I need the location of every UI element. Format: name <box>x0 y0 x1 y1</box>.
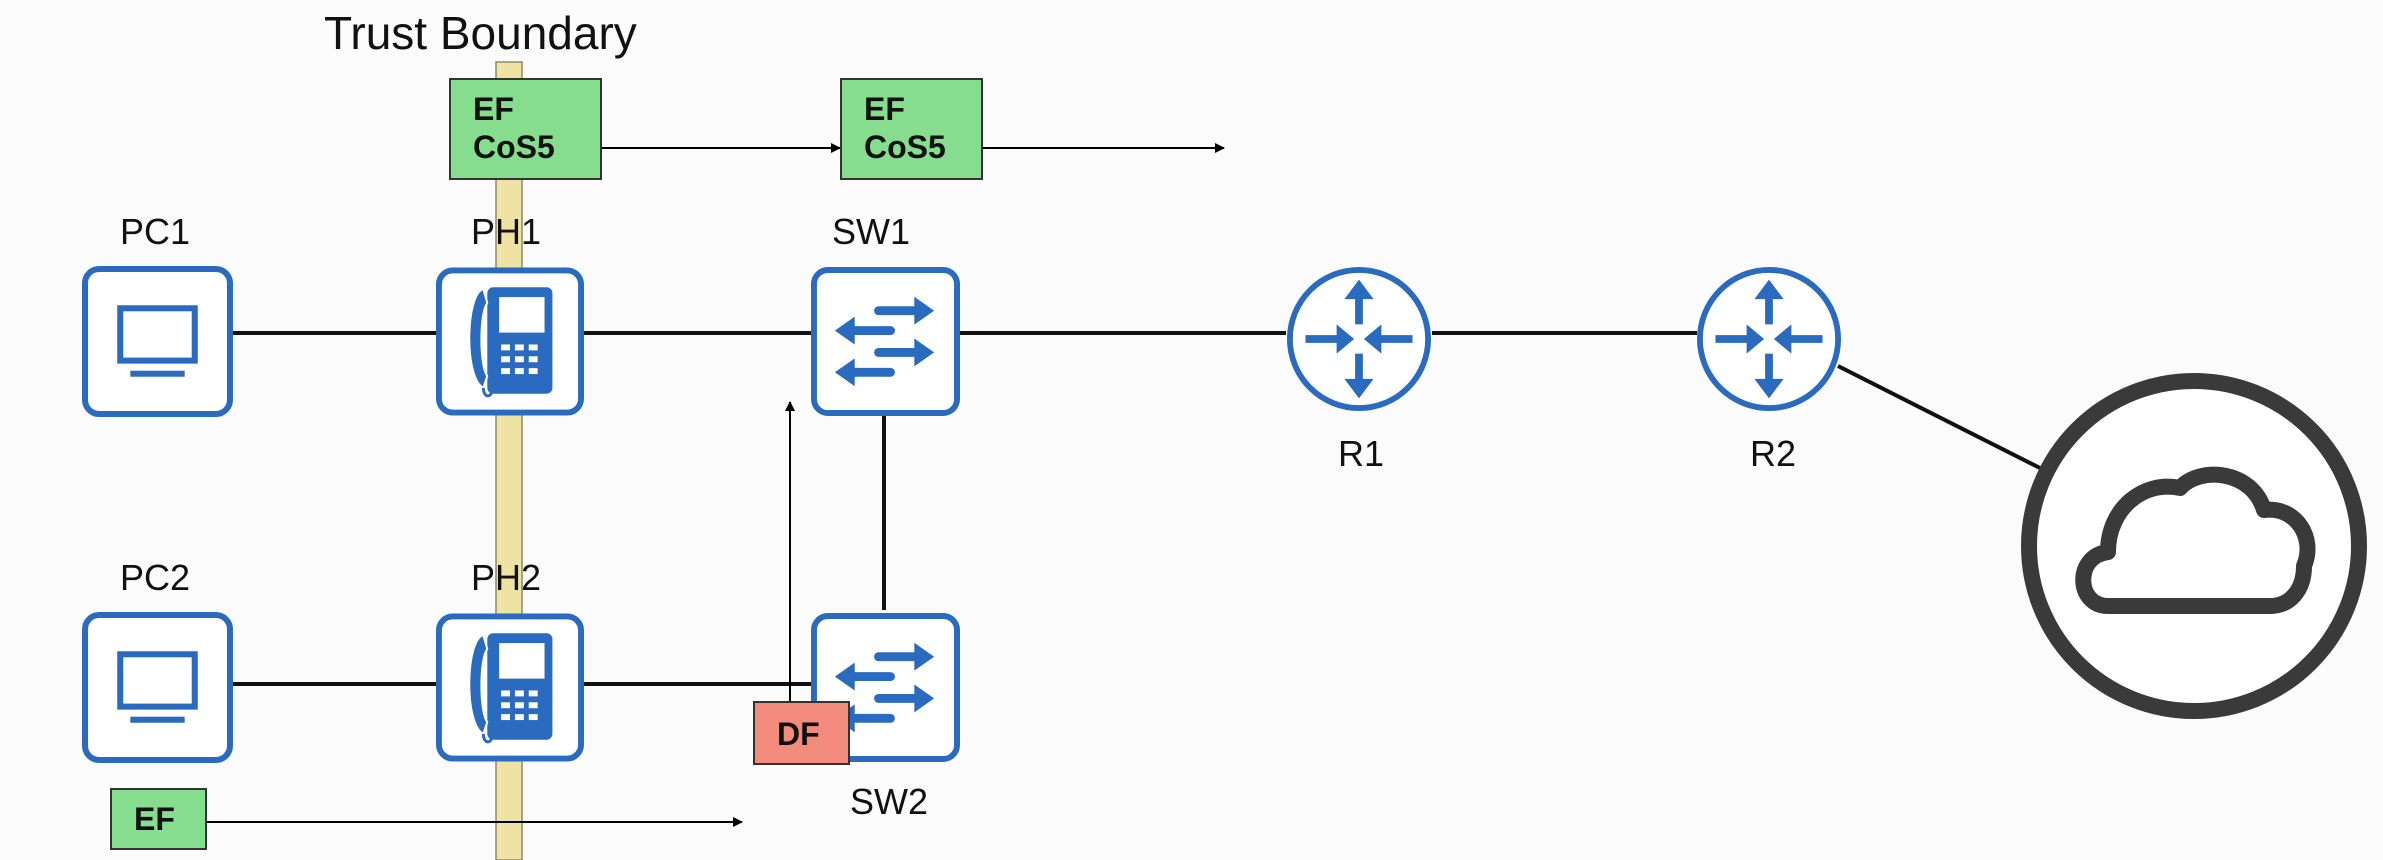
ph1-ip-phone-icon[interactable] <box>439 270 581 412</box>
marking-tag-sw1-ef-cos5: EF CoS5 <box>840 78 983 180</box>
ph2-label: PH2 <box>471 557 542 598</box>
pc1-label: PC1 <box>120 211 191 252</box>
tag-cos-label: CoS5 <box>864 129 946 165</box>
sw2-label: SW2 <box>850 781 929 822</box>
diagram-title: Trust Boundary <box>324 7 637 59</box>
link-r2-internet <box>1837 364 2041 470</box>
r1-label: R1 <box>1338 433 1385 474</box>
tag-dscp-label: EF <box>864 91 905 127</box>
links <box>233 331 2041 686</box>
sw1-switch-icon[interactable] <box>814 270 957 413</box>
marking-tag-sw2-df: DF <box>753 701 850 765</box>
tag-dscp-label: EF <box>134 801 175 837</box>
r1-router-icon[interactable] <box>1290 270 1428 408</box>
marking-tag-ph1-ef-cos5: EF CoS5 <box>449 78 602 180</box>
tag-dscp-label: DF <box>777 716 820 752</box>
tag-dscp-label: EF <box>473 91 514 127</box>
marking-tag-pc2-ef: EF <box>110 788 207 850</box>
r2-router-icon[interactable] <box>1700 270 1838 408</box>
pc2-label: PC2 <box>120 557 191 598</box>
internet-cloud-icon[interactable] <box>2021 373 2367 719</box>
tag-cos-label: CoS5 <box>473 129 555 165</box>
pc2-monitor-icon[interactable] <box>85 615 230 760</box>
ph2-ip-phone-icon[interactable] <box>439 616 581 758</box>
sw1-label: SW1 <box>832 211 911 252</box>
ph1-label: PH1 <box>471 211 542 252</box>
r2-label: R2 <box>1750 433 1797 474</box>
pc1-monitor-icon[interactable] <box>85 269 230 414</box>
